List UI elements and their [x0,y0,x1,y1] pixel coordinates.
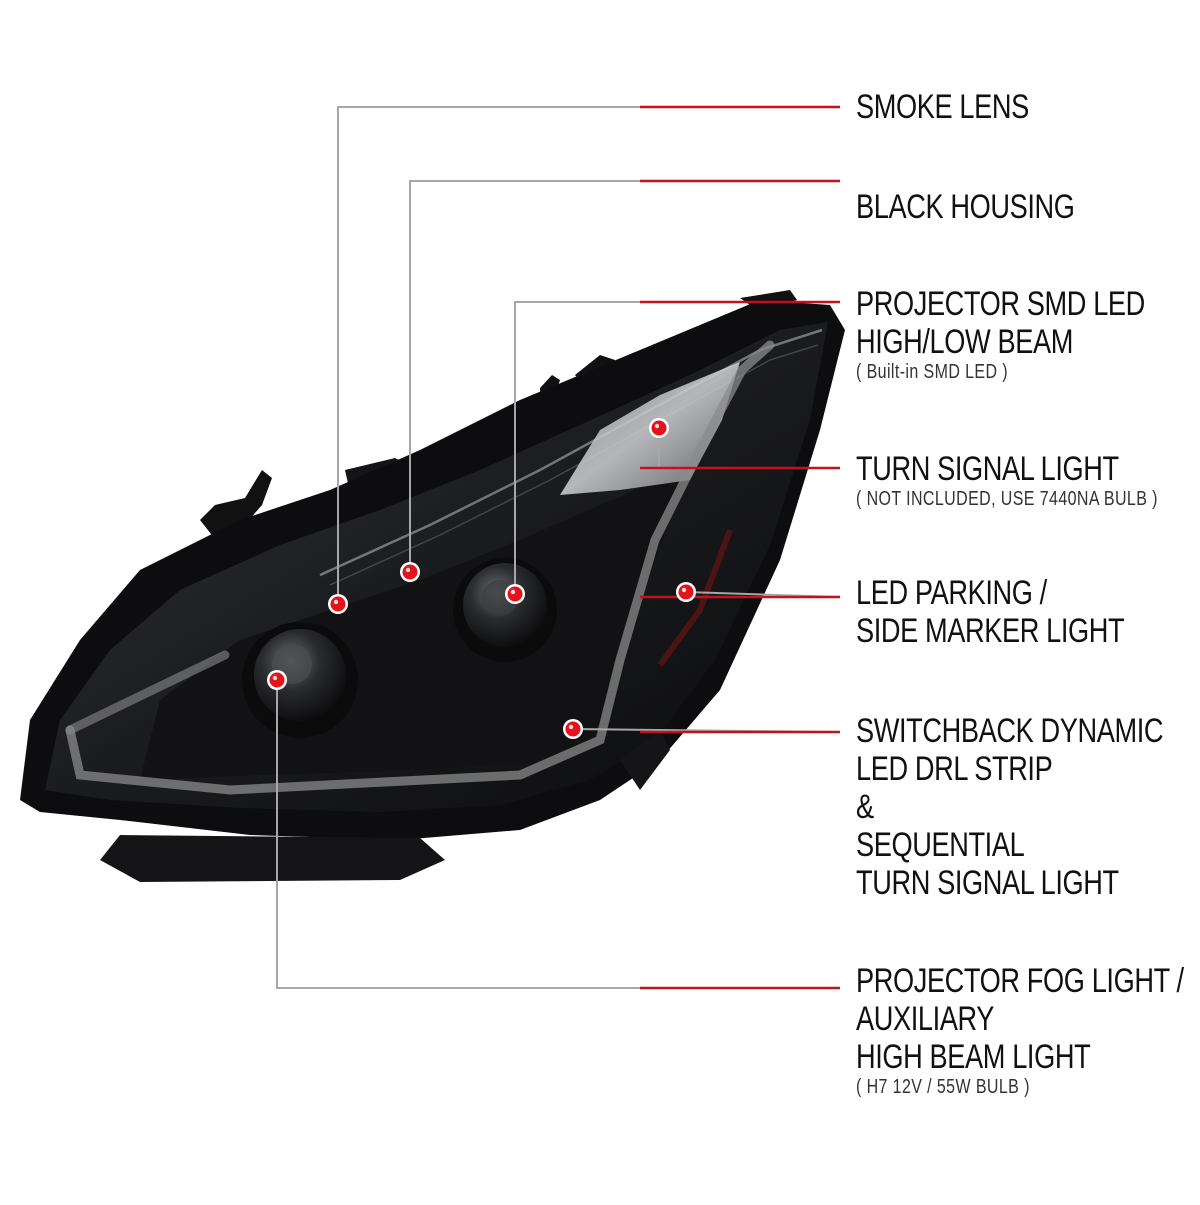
callout-line: SIDE MARKER LIGHT [856,612,1125,650]
marker-highlight-switchback-drl [568,724,574,730]
drl-strip [65,340,775,795]
callout-line: SEQUENTIAL [856,826,1025,864]
callout-projector-smd-led: PROJECTOR SMD LED HIGH/LOW BEAM ( Built-… [856,285,1145,383]
marker-highlight-turn-signal [654,423,660,429]
callout-black-housing: BLACK HOUSING [856,188,1075,226]
callout-note: ( Built-in SMD LED ) [856,361,1009,383]
fog-projector [242,622,358,738]
marker-dot-led-parking [678,584,694,600]
marker-dot-switchback-drl [565,721,581,737]
callout-line: LED PARKING / [856,574,1047,612]
callout-line: HIGH BEAM LIGHT [856,1038,1091,1076]
callout-line: AUXILIARY [856,1000,995,1038]
callout-line: LED DRL STRIP [856,750,1053,788]
marker-highlight-smoke-lens [333,599,339,605]
callout-led-parking: LED PARKING / SIDE MARKER LIGHT [856,574,1125,650]
marker-dot-projector-fog [269,672,285,688]
low-high-projector [453,558,557,662]
marker-highlight-projector-smd-led [510,589,516,595]
callout-switchback-drl: SWITCHBACK DYNAMIC LED DRL STRIP & SEQUE… [856,712,1164,902]
callout-leaders [267,105,841,990]
callout-smoke-lens: SMOKE LENS [856,88,1029,126]
callout-line: SMOKE LENS [856,88,1029,126]
bottom-mount [100,835,445,882]
callout-line: SWITCHBACK DYNAMIC [856,712,1164,750]
marker-highlight-projector-fog [272,675,278,681]
marker-dot-black-housing [402,564,418,580]
marker-highlight-black-housing [405,567,411,573]
callout-turn-signal: TURN SIGNAL LIGHT ( NOT INCLUDED, USE 74… [856,450,1158,510]
marker-dot-projector-smd-led [507,586,523,602]
callout-line: & [856,788,874,826]
callout-line: TURN SIGNAL LIGHT [856,864,1119,902]
callout-projector-fog: PROJECTOR FOG LIGHT / AUXILIARY HIGH BEA… [856,962,1184,1098]
callout-line: HIGH/LOW BEAM [856,323,1073,361]
side-marker-strip [657,528,733,667]
callout-line: BLACK HOUSING [856,188,1075,226]
callout-note: ( H7 12V / 55W BULB ) [856,1076,1030,1098]
callout-line: TURN SIGNAL LIGHT [856,450,1119,488]
callout-note: ( NOT INCLUDED, USE 7440NA BULB ) [856,488,1158,510]
marker-dot-smoke-lens [330,596,346,612]
callout-line: PROJECTOR SMD LED [856,285,1145,323]
marker-dot-turn-signal [651,420,667,436]
marker-highlight-led-parking [681,587,687,593]
callout-line: PROJECTOR FOG LIGHT / [856,962,1184,1000]
